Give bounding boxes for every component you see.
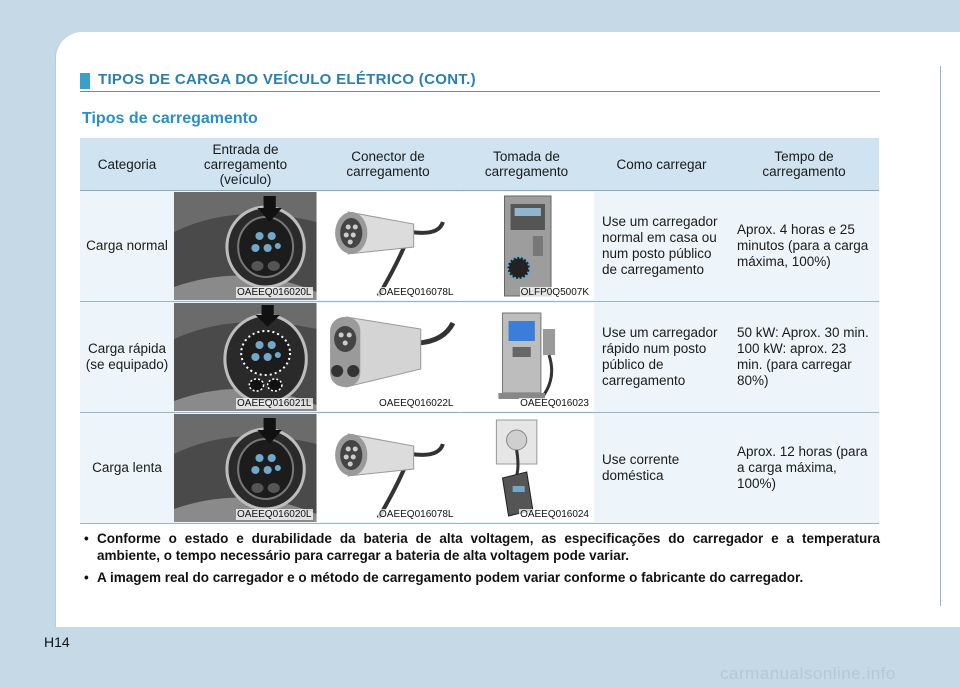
charging-connector-image: OAEEQ016078L xyxy=(317,192,459,300)
charging-inlet-image: OAEEQ016020L xyxy=(174,192,317,300)
charging-inlet-image: OAEEQ016021L xyxy=(174,303,317,411)
charging-inlet-illustration xyxy=(174,303,317,411)
chapter-title: TIPOS DE CARGA DO VEÍCULO ELÉTRICO (CONT… xyxy=(98,71,476,88)
table-row: Carga rápida (se equipado) OAEEQ016021L xyxy=(80,301,879,413)
how-to-charge-cell: Use um carregador normal em casa ou num … xyxy=(594,190,729,302)
household-outlet-illustration xyxy=(459,414,594,522)
notes-list: • Conforme o estado e durabilidade da ba… xyxy=(80,530,880,591)
charging-socket-image: OAEEQ016024 xyxy=(459,414,594,522)
connector-illustration xyxy=(317,192,459,300)
connector-illustration xyxy=(317,414,459,522)
charging-inlet-illustration xyxy=(174,414,317,522)
charging-time-cell: Aprox. 12 horas (para a carga máxima, 10… xyxy=(729,412,879,524)
charging-inlet-illustration xyxy=(174,192,317,300)
charging-socket-image: OAEEQ016023 xyxy=(459,303,594,411)
note-text: A imagem real do carregador e o método d… xyxy=(97,570,804,585)
note-text: Conforme o estado e durabilidade da bate… xyxy=(97,531,880,563)
table-row: Carga lenta OAEEQ016020L xyxy=(80,412,879,524)
image-code: OAEEQ016078L xyxy=(378,287,455,298)
column-header: Tomada de carregamento xyxy=(459,138,594,191)
charging-time-cell: Aprox. 4 horas e 25 minutos (para a carg… xyxy=(729,190,879,302)
charging-socket-image: OLFP0Q5007K xyxy=(459,192,594,300)
image-code: OAEEQ016023 xyxy=(519,398,590,409)
margin-rule xyxy=(940,66,941,606)
connector-illustration xyxy=(317,303,459,411)
image-code: OLFP0Q5007K xyxy=(519,287,590,298)
charging-connector-image: OAEEQ016022L xyxy=(317,303,459,411)
category-cell: Carga rápida (se equipado) xyxy=(80,301,174,413)
bullet-icon: • xyxy=(84,531,89,546)
how-to-charge-cell: Use corrente doméstica xyxy=(594,412,729,524)
category-cell: Carga lenta xyxy=(80,412,174,524)
column-header: Categoria xyxy=(80,138,174,191)
section-title: Tipos de carregamento xyxy=(82,110,258,127)
charging-time-cell: 50 kW: Aprox. 30 min. 100 kW: aprox. 23 … xyxy=(729,301,879,413)
header-rule xyxy=(80,91,880,92)
watermark: carmanualsonline.info xyxy=(720,664,896,683)
table-header-row: Categoria Entrada de carregamento (veícu… xyxy=(80,138,879,191)
image-code: OAEEQ016024 xyxy=(519,509,590,520)
list-item: • A imagem real do carregador e o método… xyxy=(80,569,880,586)
column-header: Como carregar xyxy=(594,138,729,191)
column-header: Tempo de carregamento xyxy=(729,138,879,191)
how-to-charge-cell: Use um carregador rápido num posto públi… xyxy=(594,301,729,413)
charging-inlet-image: OAEEQ016020L xyxy=(174,414,317,522)
image-code: OAEEQ016022L xyxy=(378,398,455,409)
charging-station-illustration xyxy=(459,303,594,411)
list-item: • Conforme o estado e durabilidade da ba… xyxy=(80,530,880,564)
image-code: OAEEQ016020L xyxy=(236,287,313,298)
header-accent xyxy=(80,73,90,89)
image-code: OAEEQ016078L xyxy=(378,509,455,520)
category-cell: Carga normal xyxy=(80,190,174,302)
image-code: OAEEQ016021L xyxy=(236,398,313,409)
column-header: Conector de carregamento xyxy=(317,138,459,191)
charging-types-table: Categoria Entrada de carregamento (veícu… xyxy=(80,138,879,524)
table-row: Carga normal OAEEQ016020L xyxy=(80,190,879,302)
bullet-icon: • xyxy=(84,570,89,585)
image-code: OAEEQ016020L xyxy=(236,509,313,520)
charging-connector-image: OAEEQ016078L xyxy=(317,414,459,522)
column-header: Entrada de carregamento (veículo) xyxy=(174,138,317,191)
charging-station-illustration xyxy=(459,192,594,300)
header-bar: TIPOS DE CARGA DO VEÍCULO ELÉTRICO (CONT… xyxy=(80,70,880,92)
page-number: H14 xyxy=(44,634,70,650)
